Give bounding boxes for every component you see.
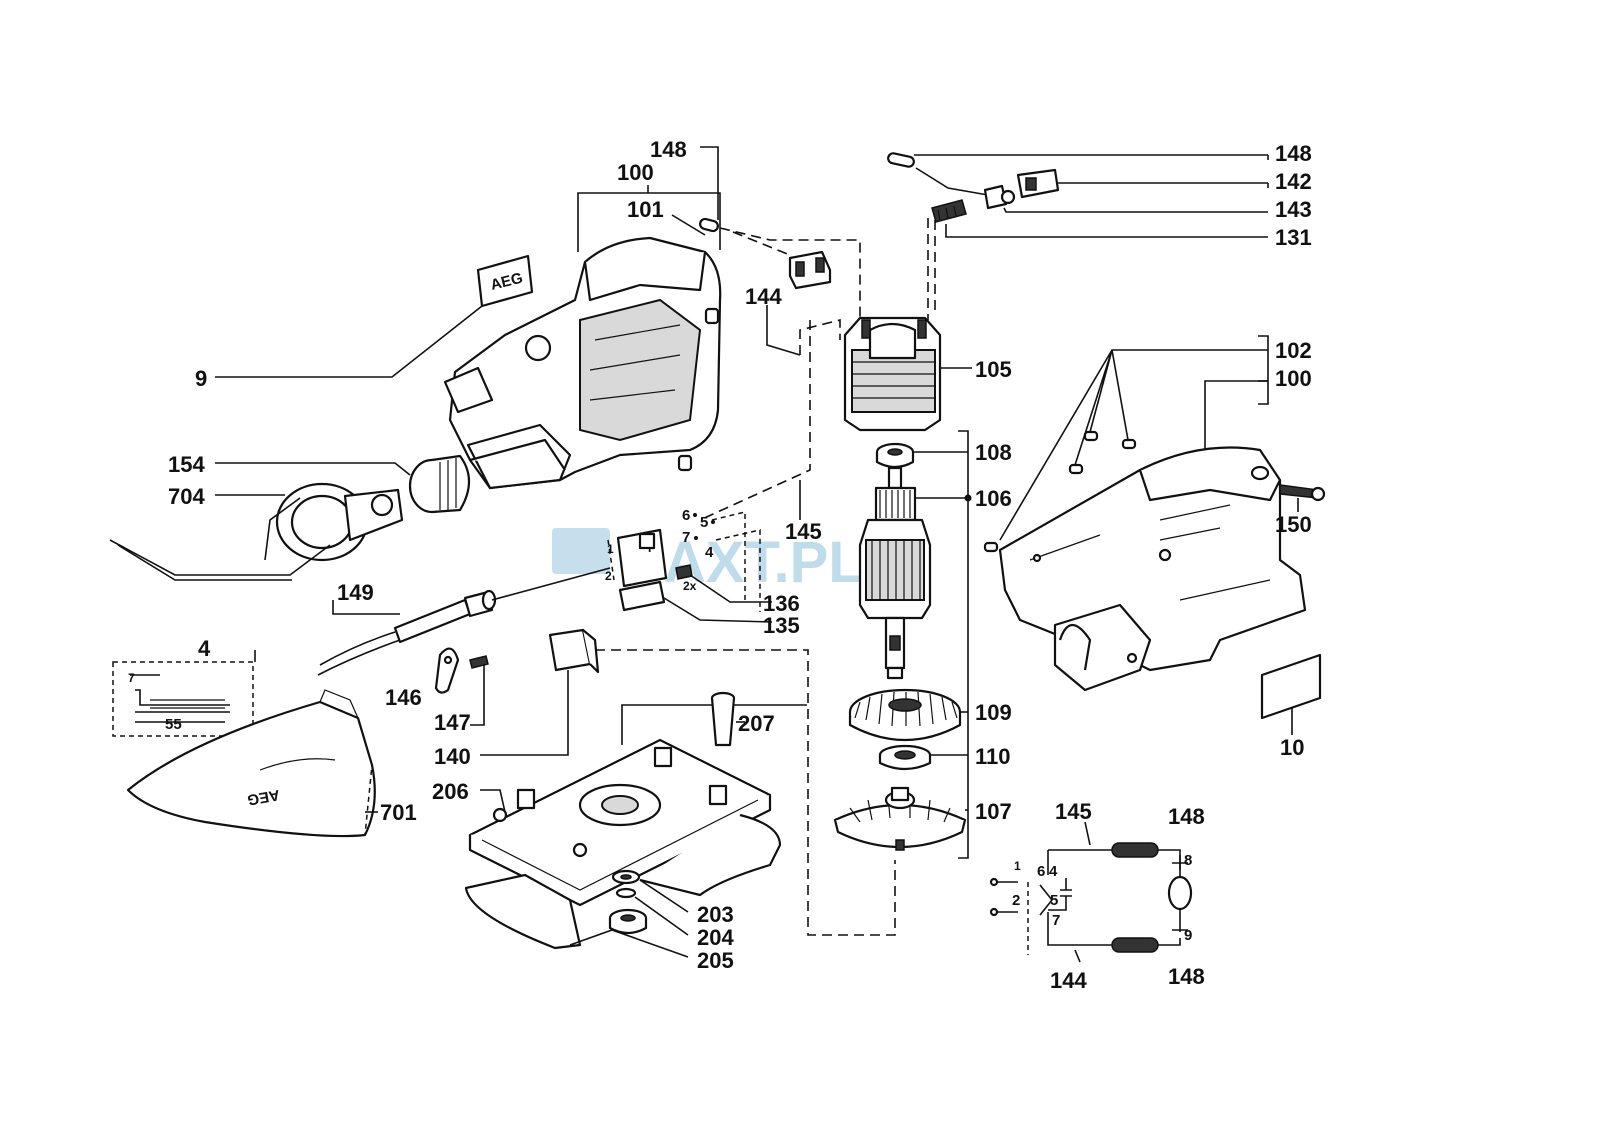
switch-terminal-7: 7 [682, 529, 690, 546]
schem-9: 9 [1184, 927, 1192, 944]
washer-204 [615, 887, 637, 899]
washer-203 [611, 869, 641, 885]
label-148-schematic-top: 148 [1168, 804, 1205, 829]
label-154: 154 [168, 452, 205, 477]
label-107: 107 [975, 799, 1012, 824]
ring-154 [408, 454, 471, 514]
schem-2: 2 [1012, 892, 1020, 909]
schem-4: 4 [1049, 863, 1058, 880]
label-4: 4 [198, 636, 211, 661]
label-146: 146 [385, 685, 422, 710]
label-102: 102 [1275, 338, 1312, 363]
brush-assembly-right [887, 152, 1268, 320]
housing-left-half [443, 236, 722, 490]
label-203: 203 [697, 902, 734, 927]
schem-6: 6 [1037, 863, 1045, 880]
label-145-schematic: 145 [1055, 799, 1092, 824]
label-108: 108 [975, 440, 1012, 465]
label-149: 149 [337, 580, 374, 605]
label-109: 109 [975, 700, 1012, 725]
field-coil-105 [843, 316, 942, 432]
gear-109 [848, 688, 962, 741]
schem-7: 7 [1052, 912, 1060, 929]
label-10: 10 [1280, 735, 1304, 760]
label-150: 150 [1275, 512, 1312, 537]
cord-end-inset-4: 7 55 [112, 650, 256, 737]
dust-bag-701: AEG [126, 689, 376, 838]
screw-147 [469, 655, 489, 726]
label-100-right: 100 [1275, 366, 1312, 391]
inset-55: 55 [165, 716, 182, 733]
label-100-left: 100 [617, 160, 654, 185]
capacitor-140 [480, 628, 896, 936]
switch-note-2x: 2x [683, 579, 697, 593]
schem-1: 1 [1014, 859, 1021, 873]
nut-205 [608, 908, 648, 935]
label-135: 135 [763, 613, 800, 638]
sanding-pad [464, 813, 782, 950]
bag-print: AEG [246, 786, 281, 808]
label-704: 704 [168, 484, 205, 509]
armature-106 [858, 466, 932, 680]
screw-150 [1279, 484, 1326, 512]
switch-terminal-6: 6 [682, 507, 690, 524]
label-110: 110 [975, 744, 1011, 769]
label-144-schematic: 144 [1050, 968, 1087, 993]
base-plate-206 [468, 738, 772, 907]
screw-136 [675, 564, 772, 603]
schem-5: 5 [1050, 892, 1058, 909]
schem-8: 8 [1184, 852, 1192, 869]
label-142: 142 [1275, 169, 1312, 194]
pins-102 [983, 430, 1137, 553]
housing-right-half [998, 446, 1307, 692]
switch-135: F [607, 528, 668, 612]
label-204: 204 [697, 925, 734, 950]
label-205: 205 [697, 948, 734, 973]
label-148-top-right: 148 [1275, 141, 1312, 166]
cord-clamp-146 [434, 647, 460, 694]
label-148-top-left: 148 [650, 137, 687, 162]
label-106: 106 [975, 486, 1012, 511]
brush-lead-left [699, 146, 861, 330]
label-140: 140 [434, 744, 471, 769]
label-701: 701 [380, 800, 417, 825]
dust-extractor-704 [109, 482, 404, 581]
switch-terminal-2: 2 [605, 569, 612, 583]
bushing-207 [710, 691, 736, 747]
label-206: 206 [432, 779, 469, 804]
label-105: 105 [975, 357, 1012, 382]
bearing-108 [875, 442, 915, 469]
label-148-schematic-bottom: 148 [1168, 964, 1205, 989]
wiring-schematic [989, 842, 1193, 955]
part-labels: 9 100 101 148 154 704 144 145 149 4 146 … [168, 137, 1312, 993]
switch-terminal-5: 5 [700, 514, 708, 531]
switch-terminal-1: 1 [607, 542, 614, 556]
switch-terminal-4: 4 [705, 544, 714, 561]
label-147: 147 [434, 710, 471, 735]
fan-107 [833, 786, 967, 851]
power-cord-149 [317, 567, 611, 676]
brush-holder-144 [788, 250, 832, 290]
watermark-logo-icon [552, 528, 610, 574]
label-9: 9 [195, 366, 207, 391]
label-101: 101 [627, 197, 664, 222]
label-136: 136 [763, 591, 800, 616]
inset-7: 7 [128, 671, 135, 685]
bearing-110 [878, 744, 932, 771]
label-131: 131 [1275, 225, 1312, 250]
aeg-badge: AEG [476, 254, 534, 308]
label-207: 207 [738, 711, 775, 736]
label-144-top: 144 [745, 284, 782, 309]
label-143: 143 [1275, 197, 1312, 222]
label-145-top: 145 [785, 519, 822, 544]
label-10 [1260, 653, 1322, 735]
